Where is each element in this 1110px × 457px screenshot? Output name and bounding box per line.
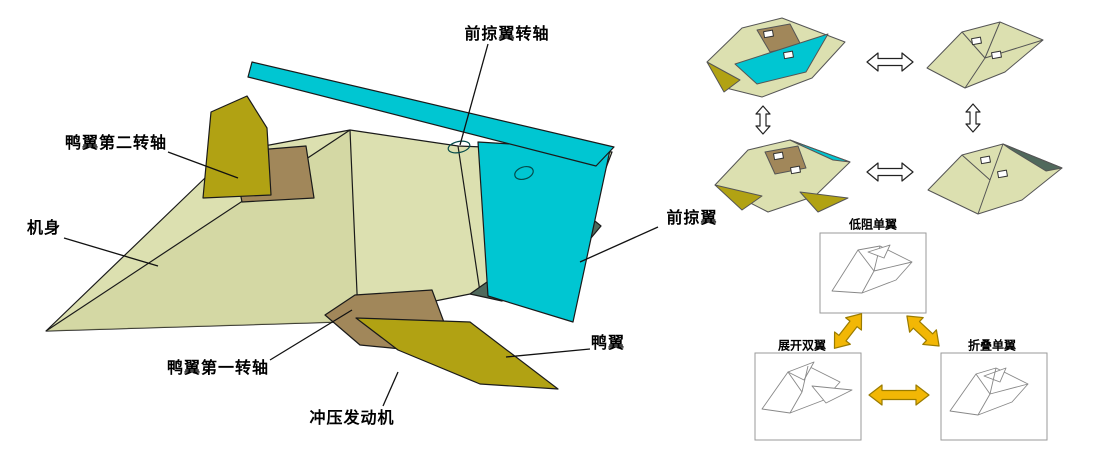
- leader-front-wing: [579, 226, 659, 263]
- hinge-marker-icon: [980, 155, 991, 165]
- main-aircraft: [45, 61, 615, 390]
- fuselage-facet-shape: [46, 130, 358, 331]
- label-ramjet: 冲压发动机: [309, 408, 395, 427]
- transition-arrows: [755, 52, 981, 182]
- config-plane-single-bottom: [927, 143, 1063, 215]
- leader-lines: [63, 43, 659, 407]
- sketch-folded: [949, 367, 1029, 416]
- label-front-wing-axis: 前掠翼转轴: [464, 24, 550, 43]
- sketch-low-drag: [831, 244, 913, 294]
- leader-front-wing-axis: [459, 43, 489, 146]
- hinge-marker-icon: [971, 36, 982, 46]
- hinge-marker-icon: [773, 151, 784, 161]
- leader-canard-axis1: [269, 309, 353, 361]
- label-fuselage: 机身: [26, 218, 62, 237]
- leader-ramjet: [382, 371, 399, 407]
- hinge-marker-icon: [997, 169, 1008, 179]
- hinge-marker-icon: [783, 50, 794, 60]
- config-plane-single-top: [926, 21, 1044, 89]
- leader-canard: [505, 348, 591, 358]
- fuselage-facet-lines: [45, 129, 481, 332]
- front-wing-top-shape: [247, 61, 615, 167]
- canard-lower-shape: [355, 317, 559, 390]
- leader-canard-axis2: [167, 151, 239, 179]
- wing-pivot-hole-icon: [447, 140, 471, 154]
- label-mode-low-drag: 低阻单翼: [848, 217, 898, 232]
- arrow-horizontal-top-icon: [866, 52, 914, 72]
- front-wing-rotated-shape: [477, 141, 611, 323]
- label-canard-axis1: 鸭翼第一转轴: [166, 358, 270, 377]
- arrow-mode-left-icon: [833, 313, 863, 349]
- label-mode-folded: 折叠单翼: [967, 338, 1017, 353]
- label-canard: 鸭翼: [590, 333, 626, 352]
- label-canard-axis2: 鸭翼第二转轴: [64, 133, 168, 152]
- hinge-marker-icon: [763, 29, 774, 39]
- wing-pivot-hole2-icon: [514, 165, 534, 181]
- hinge-marker-icon: [991, 50, 1002, 60]
- config-plane-swept: [706, 17, 846, 98]
- canard-upper-shape: [202, 95, 272, 199]
- sketch-deployed: [761, 361, 853, 414]
- arrow-horizontal-bottom-icon: [866, 162, 914, 182]
- arrow-vertical-right-icon: [965, 103, 981, 133]
- arrow-vertical-left-icon: [755, 105, 771, 135]
- arrow-mode-horizontal-icon: [868, 384, 930, 406]
- hinge-marker-icon: [790, 165, 801, 175]
- mode-arrows: [833, 313, 940, 406]
- config-plane-double: [714, 139, 851, 213]
- leader-fuselage: [63, 237, 159, 267]
- arrow-mode-right-icon: [906, 315, 940, 347]
- label-front-wing: 前掠翼: [666, 208, 718, 227]
- label-mode-deployed: 展开双翼: [777, 338, 827, 353]
